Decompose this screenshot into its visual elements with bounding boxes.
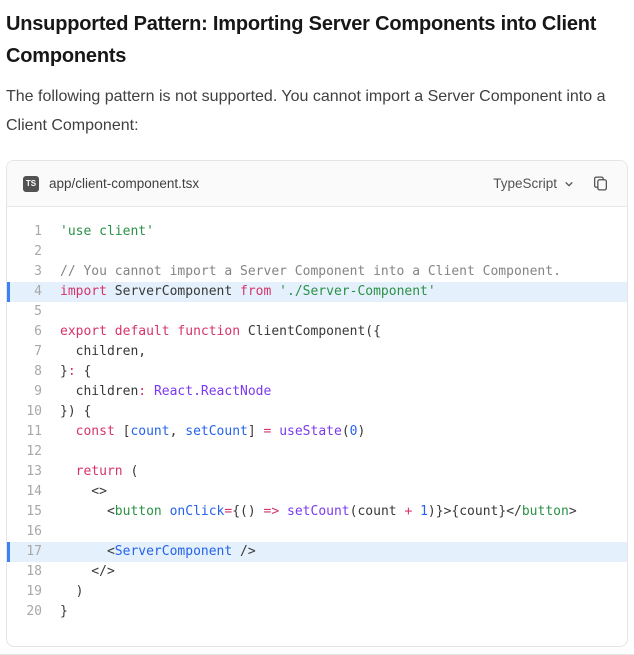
code-line-content: // You cannot import a Server Component … [60,264,561,279]
chevron-down-icon [564,179,574,189]
code-line-6: 6 export default function ClientComponent… [7,322,627,342]
copy-icon [592,175,609,192]
code-line-13: 13 return ( [7,462,627,482]
code-line-content: }: { [60,364,92,379]
typescript-file-icon-label: TS [25,179,37,188]
line-number: 9 [34,384,42,399]
code-line-content: import ServerComponent from './Server-Co… [60,284,436,299]
code-line-16: 16 [7,522,627,542]
line-number: 19 [26,584,42,599]
line-number: 16 [26,524,42,539]
code-line-content [42,242,60,262]
line-number: 17 [26,544,42,559]
code-line-content: } [60,604,68,619]
code-line-content: }) { [60,404,92,419]
code-line-content: return ( [75,464,139,479]
code-line-7: 7 children, [7,342,627,362]
code-line-8: 8 }: { [7,362,627,382]
code-line-11: 11 const [count, setCount] = useState(0) [7,422,627,442]
line-number: 18 [26,564,42,579]
code-line-content: <ServerComponent /> [60,544,256,559]
line-number: 5 [34,304,42,319]
doc-content: Unsupported Pattern: Importing Server Co… [6,8,628,647]
copy-code-button[interactable] [590,173,611,194]
page-title: Unsupported Pattern: Importing Server Co… [6,13,597,67]
code-line-content: const [count, setCount] = useState(0) [75,424,366,439]
code-line-20: 20} [7,602,627,622]
line-number: 14 [26,484,42,499]
language-selector-label: TypeScript [493,176,557,191]
line-number: 4 [34,284,42,299]
line-number: 11 [26,424,42,439]
code-line-1: 1 'use client' [7,222,627,242]
line-number: 2 [34,244,42,259]
line-number: 12 [26,444,42,459]
intro-paragraph: The following pattern is not supported. … [6,88,606,134]
code-line-15: 15 <button onClick={() => setCount(count… [7,502,627,522]
line-number: 10 [26,404,42,419]
code-line-content: 'use client' [60,224,154,239]
code-line-content: </> [60,564,115,579]
code-block-header: TS app/client-component.tsx TypeScript [7,161,627,207]
line-number: 6 [34,324,42,339]
code-line-10: 10 }) { [7,402,627,422]
code-line-content: ) [60,584,84,599]
code-line-19: 19 ) [7,582,627,602]
code-line-content: children, [60,344,147,359]
code-line-14: 14 <> [7,482,627,502]
line-number: 1 [34,224,42,239]
code-line-content: children: React.ReactNode [60,384,272,399]
code-line-content: export default function ClientComponent(… [60,324,381,339]
code-line-5: 5 [7,302,627,322]
code-line-17: 17 <ServerComponent /> [7,542,627,562]
code-line-18: 18 </> [7,562,627,582]
typescript-file-icon: TS [23,175,39,192]
code-line-content: <> [60,484,107,499]
code-line-2: 2 [7,242,627,262]
line-number: 7 [34,344,42,359]
line-number: 15 [26,504,42,519]
line-number: 3 [34,264,42,279]
code-block: TS app/client-component.tsx TypeScript 1… [6,160,628,647]
code-line-content [42,302,60,322]
code-line-content [42,442,60,462]
code-line-content [42,522,60,542]
line-number: 20 [26,604,42,619]
line-number: 8 [34,364,42,379]
code-filename: app/client-component.tsx [49,176,200,191]
code-line-12: 12 [7,442,627,462]
code-line-content: <button onClick={() => setCount(count + … [60,504,577,519]
code-line-3: 3 // You cannot import a Server Component… [7,262,627,282]
code-lines: 1 'use client' 2 3 // You cannot import a Se… [7,207,627,646]
line-number: 13 [26,464,42,479]
code-line-4: 4 import ServerComponent from './Server-C… [7,282,627,302]
language-selector[interactable]: TypeScript [493,176,574,191]
code-line-9: 9 children: React.ReactNode [7,382,627,402]
